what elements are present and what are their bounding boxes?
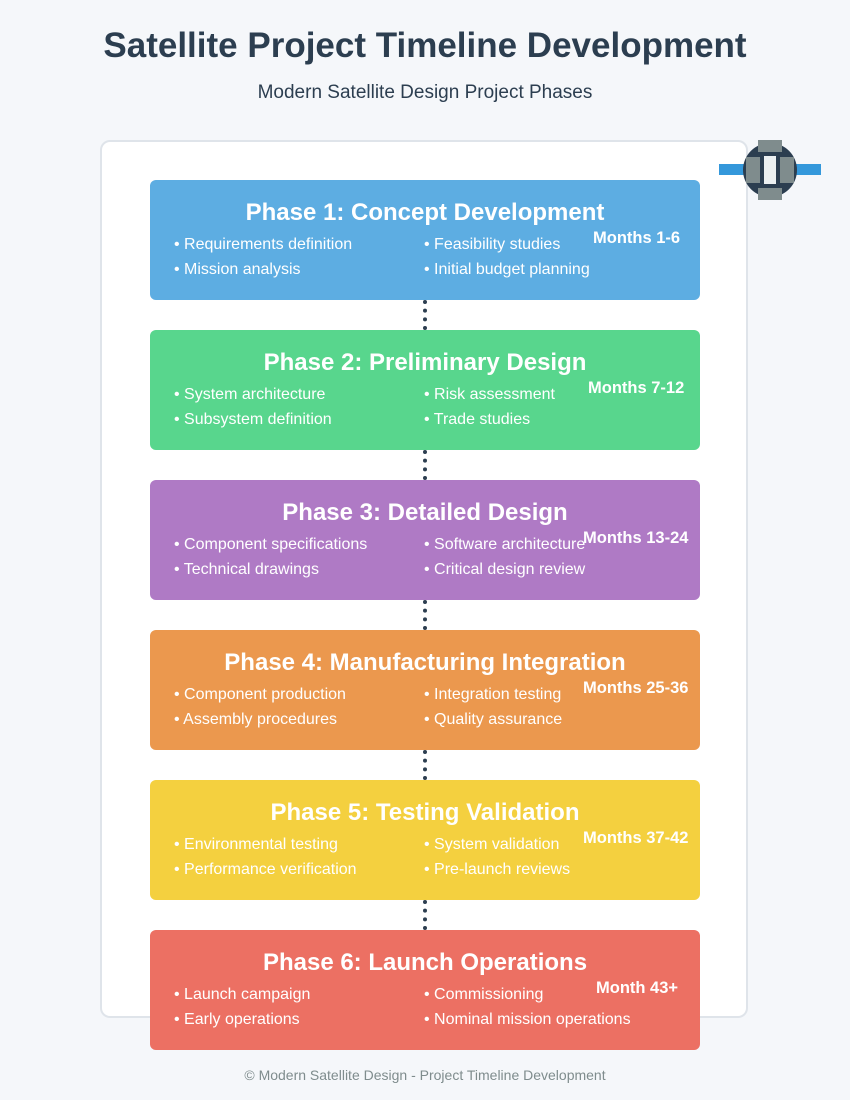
phase-title: Phase 4: Manufacturing Integration bbox=[224, 649, 626, 676]
phase-item: • Technical drawings bbox=[174, 561, 319, 578]
phase-title: Phase 2: Preliminary Design bbox=[263, 349, 587, 376]
phase-connector bbox=[423, 900, 427, 930]
phase-4-card: Phase 4: Manufacturing Integration • Com… bbox=[150, 630, 700, 750]
phase-item: • Risk assessment bbox=[424, 386, 555, 403]
page-title: Satellite Project Timeline Development bbox=[103, 26, 747, 65]
phase-item: • Pre-launch reviews bbox=[424, 861, 571, 878]
phase-2-card: Phase 2: Preliminary Design • System arc… bbox=[150, 330, 700, 450]
phase-item: • Component specifications bbox=[174, 536, 368, 553]
phase-months: Months 13-24 bbox=[583, 529, 689, 547]
footer-credit: © Modern Satellite Design - Project Time… bbox=[244, 1067, 606, 1083]
phase-item: • Component production bbox=[174, 686, 346, 703]
phase-item: • Quality assurance bbox=[424, 711, 563, 728]
phase-connector bbox=[423, 450, 427, 480]
phase-title: Phase 6: Launch Operations bbox=[262, 949, 588, 976]
phase-title: Phase 3: Detailed Design bbox=[282, 499, 568, 526]
phase-months: Month 43+ bbox=[596, 979, 679, 997]
phase-item: • Integration testing bbox=[424, 686, 562, 703]
phase-months: Months 37-42 bbox=[583, 829, 689, 847]
phase-1-card: Phase 1: Concept Development • Requireme… bbox=[150, 180, 700, 300]
phase-months: Months 1-6 bbox=[593, 229, 681, 247]
phase-item: • System architecture bbox=[174, 386, 326, 403]
phase-title: Phase 5: Testing Validation bbox=[270, 799, 580, 826]
phase-months: Months 25-36 bbox=[583, 679, 689, 697]
phase-6-card: Phase 6: Launch Operations • Launch camp… bbox=[150, 930, 700, 1050]
phase-item: • Nominal mission operations bbox=[424, 1011, 631, 1028]
phase-item: • Software architecture bbox=[424, 536, 586, 553]
phase-item: • Commissioning bbox=[424, 986, 544, 1003]
phase-item: • Launch campaign bbox=[174, 986, 311, 1003]
phase-title: Phase 1: Concept Development bbox=[245, 199, 605, 226]
phase-item: • Environmental testing bbox=[174, 836, 338, 853]
phase-connector bbox=[423, 300, 427, 330]
phase-months: Months 7-12 bbox=[588, 379, 685, 397]
phase-3-card: Phase 3: Detailed Design • Component spe… bbox=[150, 480, 700, 600]
page-subtitle: Modern Satellite Design Project Phases bbox=[257, 82, 593, 103]
phase-item: • Mission analysis bbox=[174, 261, 301, 278]
phase-item: • Critical design review bbox=[424, 561, 586, 578]
phase-item: • Requirements definition bbox=[174, 236, 353, 253]
satellite-icon bbox=[719, 140, 821, 200]
phase-item: • Feasibility studies bbox=[424, 236, 561, 253]
phase-connector bbox=[423, 600, 427, 630]
phase-item: • Early operations bbox=[174, 1011, 300, 1028]
phase-item: • Initial budget planning bbox=[424, 261, 590, 278]
phase-item: • System validation bbox=[424, 836, 560, 853]
phase-item: • Assembly procedures bbox=[174, 711, 338, 728]
phase-5-card: Phase 5: Testing Validation • Environmen… bbox=[150, 780, 700, 900]
phase-item: • Subsystem definition bbox=[174, 411, 332, 428]
phase-item: • Performance verification bbox=[174, 861, 357, 878]
phase-item: • Trade studies bbox=[424, 411, 531, 428]
phase-connector bbox=[423, 750, 427, 780]
